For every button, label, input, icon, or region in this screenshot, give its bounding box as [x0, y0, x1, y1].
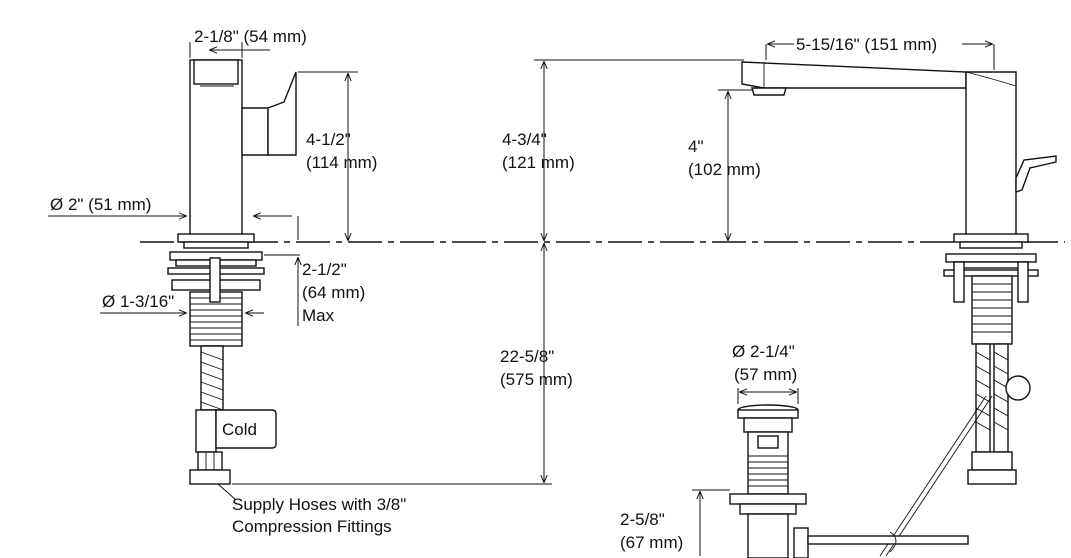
total-height-mm-label: (121 mm): [502, 153, 575, 172]
drain-height-mm-label: (67 mm): [620, 533, 683, 552]
below-deck-mm-label: (575 mm): [500, 370, 573, 389]
supply-hoses-line2: Compression Fittings: [232, 517, 392, 536]
cold-label: Cold: [222, 420, 257, 439]
shank-diameter-label: Ø 1-3/16": [102, 292, 174, 311]
pop-up-drain: [729, 404, 969, 558]
drain-height-in-label: 2-5/8": [620, 510, 665, 529]
supply-hoses-line1: Supply Hoses with 3/8": [232, 495, 406, 514]
body-height-in-label: 4-1/2": [306, 130, 351, 149]
shank-length-in-label: 2-1/2": [302, 260, 347, 279]
body-height-mm-label: (114 mm): [306, 153, 377, 172]
total-height-in-label: 4-3/4": [502, 130, 547, 149]
spout-reach-label: 5-15/16" (151 mm): [796, 35, 937, 54]
below-deck-in-label: 22-5/8": [500, 347, 554, 366]
spout-height-in-label: 4": [688, 137, 704, 156]
faucet-front-view: [741, 61, 1057, 557]
shank-length-mm-label: (64 mm): [302, 283, 365, 302]
faucet-side-view: Cold: [167, 59, 297, 485]
width-top-label: 2-1/8" (54 mm): [194, 27, 307, 46]
base-diameter-label: Ø 2" (51 mm): [50, 195, 151, 214]
cold-tag: [215, 409, 277, 449]
spout-height-mm-label: (102 mm): [688, 160, 761, 179]
drain-diameter-in-label: Ø 2-1/4": [732, 342, 795, 361]
drain-diameter-mm-label: (57 mm): [734, 365, 797, 384]
shank-length-max-label: Max: [302, 306, 335, 325]
